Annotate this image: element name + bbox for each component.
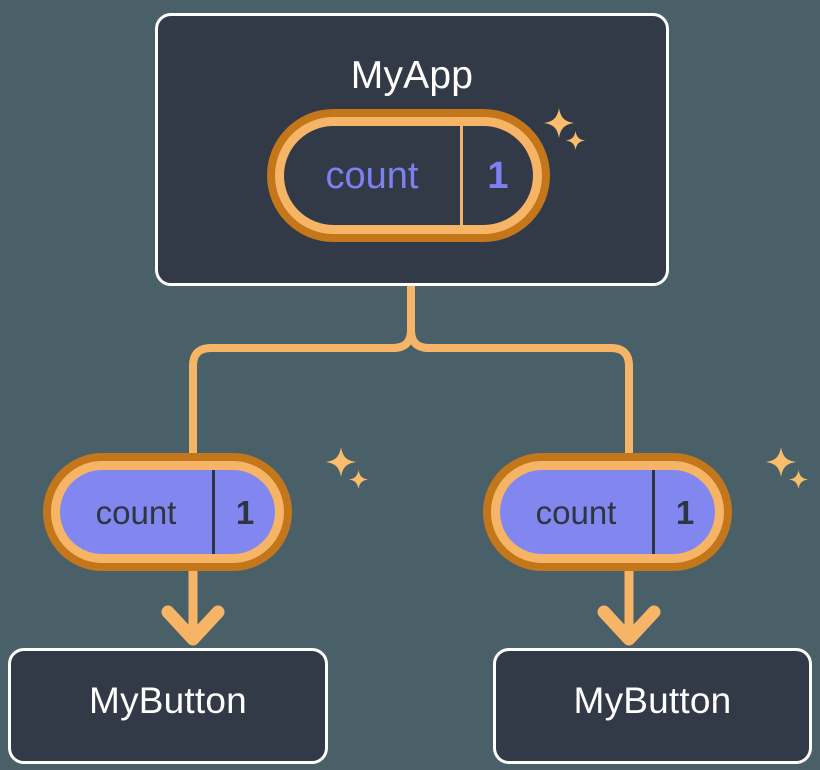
component-box-mybutton-right[interactable]: MyButton — [493, 648, 812, 764]
sparkle-large-icon — [326, 447, 356, 482]
state-value-label: 1 — [235, 493, 255, 531]
state-key-label: count — [60, 470, 215, 554]
state-value-label: 1 — [487, 154, 509, 197]
wire-myapp-to-right-child — [407, 282, 633, 465]
component-box-mybutton-left[interactable]: MyButton — [8, 648, 328, 764]
arrow-left-pill-to-button — [161, 570, 225, 646]
sparkle-small-icon — [349, 470, 368, 494]
component-title-mybutton: MyButton — [89, 680, 247, 721]
wire-myapp-to-left-child — [189, 282, 415, 465]
sparkle-large-icon — [766, 447, 796, 482]
sparkle-small-icon — [789, 470, 808, 494]
state-pill-right-child[interactable]: count 1 — [491, 461, 724, 563]
state-pill-left-child[interactable]: count 1 — [51, 461, 284, 563]
state-key-label: count — [500, 470, 655, 554]
component-title-myapp: MyApp — [350, 54, 474, 97]
state-value-label: 1 — [675, 493, 695, 531]
arrow-right-pill-to-button — [597, 570, 661, 646]
state-pill-myapp[interactable]: count 1 — [275, 117, 542, 234]
component-title-mybutton: MyButton — [573, 680, 732, 721]
state-key-label: count — [284, 126, 463, 225]
